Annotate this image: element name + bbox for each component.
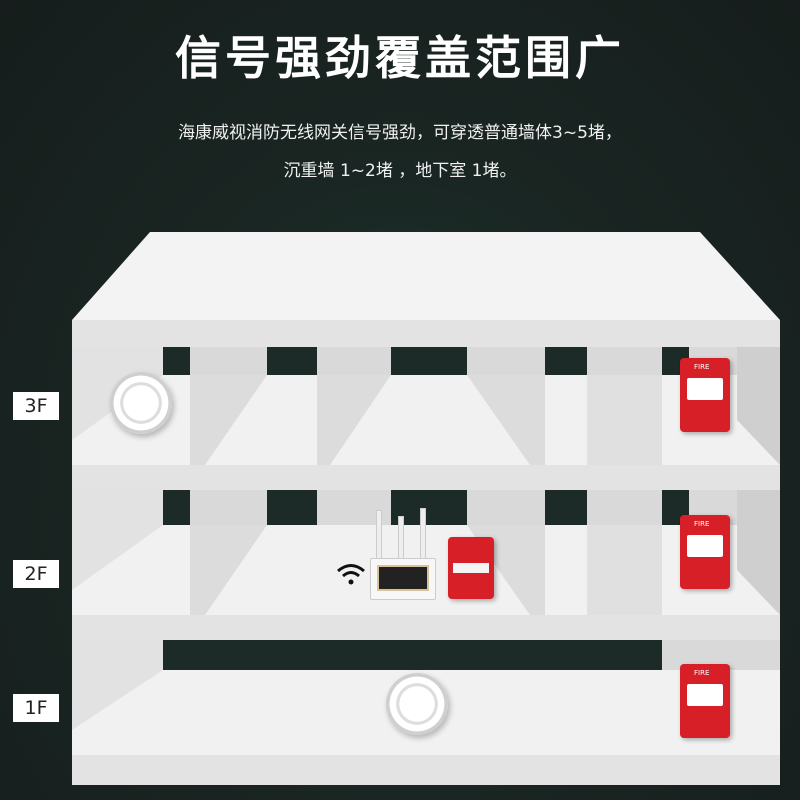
roof-edge xyxy=(72,320,780,347)
smoke-detector-3f xyxy=(110,372,172,434)
roof-top xyxy=(72,232,780,320)
subtitle-line-2: 沉重墙 1~2堵 ，地下室 1堵。 xyxy=(283,161,517,181)
manual-call-point-2f: FIRE xyxy=(680,515,730,589)
page-title: 信号强劲覆盖范围广 xyxy=(175,31,625,85)
gateway-antenna xyxy=(376,510,382,562)
gateway-antenna xyxy=(420,508,426,562)
fire-text: FIRE xyxy=(694,363,710,371)
wifi-icon xyxy=(337,564,365,585)
floor-label-2f: 2F xyxy=(13,560,59,588)
wireless-gateway xyxy=(370,558,436,600)
subtitle-line-1: 海康威视消防无线网关信号强劲，可穿透普通墙体3~5堵， xyxy=(178,123,622,143)
manual-call-point-3f: FIRE xyxy=(680,358,730,432)
manual-call-point-1f: FIRE xyxy=(680,664,730,738)
floor-label-3f: 3F xyxy=(13,392,59,420)
sound-light-alarm xyxy=(448,537,494,599)
smoke-detector-1f xyxy=(386,673,448,735)
gateway-antenna xyxy=(398,516,404,562)
floor-3-structure xyxy=(72,347,780,490)
floor-label-1f: 1F xyxy=(13,694,59,722)
fire-text: FIRE xyxy=(694,520,710,528)
fire-text: FIRE xyxy=(694,669,710,677)
